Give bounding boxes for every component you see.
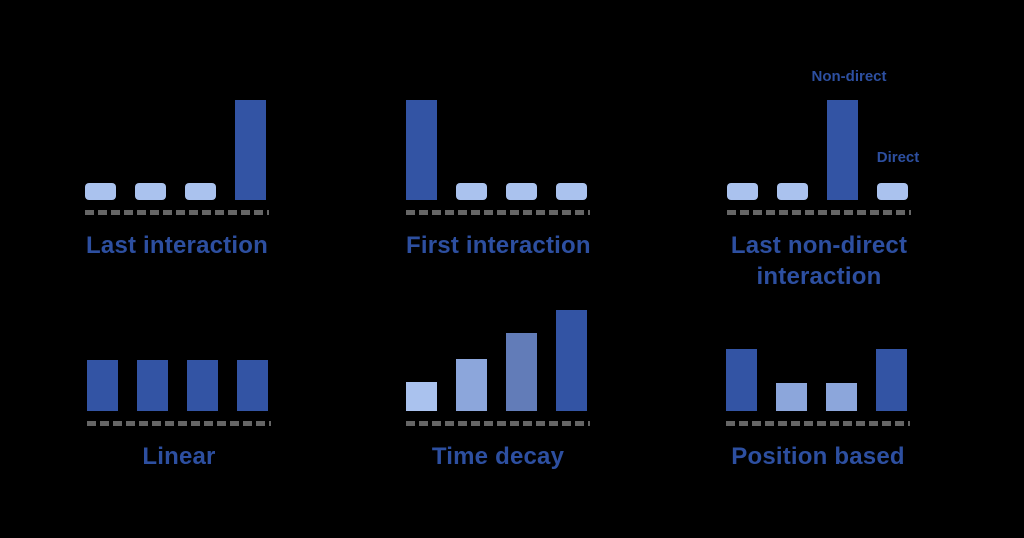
first-interaction-bar [406,100,437,200]
chart-title: Last non-direct interaction [727,230,911,292]
bar-group [87,310,271,411]
non-direct-label: Non-direct [811,68,887,85]
position-based-bar [726,349,757,411]
baseline-dashed-line [87,421,271,426]
baseline-dashed-line [85,210,269,215]
baseline-dashed-line [727,210,911,215]
linear-bar [87,360,118,411]
title-line: Position based [731,443,905,470]
baseline-dashed-line [406,421,590,426]
last-interaction-bar [185,183,216,200]
direct-label: Direct [876,149,920,166]
chart-title: Last interaction [85,230,269,261]
bar-group [727,99,911,200]
title-line: Linear [142,443,216,470]
title-line: Last non-direct [730,232,908,259]
chart-title: Linear [87,441,271,472]
linear-bar [137,360,168,411]
position-based-bar [776,383,807,411]
last-non-direct-interaction-bar [727,183,758,200]
bar-group [726,310,910,411]
linear-bar [187,360,218,411]
last-interaction-bar [135,183,166,200]
chart-time-decay: Time decay [406,310,590,472]
first-interaction-bar [556,183,587,200]
chart-last-interaction: Last interaction [85,99,269,261]
baseline-dashed-line [726,421,910,426]
linear-bar [237,360,268,411]
first-interaction-bar [506,183,537,200]
position-based-bar [876,349,907,411]
title-line: interaction [756,263,882,290]
chart-title: First interaction [406,230,591,261]
title-line: Time decay [431,443,565,470]
title-line: Last interaction [86,232,268,259]
last-non-direct-interaction-bar [877,183,908,200]
chart-last-non-direct-interaction: Non-direct Direct Last non-direct intera… [727,68,919,292]
last-non-direct-interaction-bar [827,100,858,200]
chart-first-interaction: First interaction [406,99,591,261]
chart-position-based: Position based [726,310,910,472]
position-based-bar [826,383,857,411]
time-decay-bar [506,333,537,411]
bar-group [406,99,590,200]
bar-group [85,99,269,200]
first-interaction-bar [456,183,487,200]
chart-linear: Linear [87,310,271,472]
time-decay-bar [556,310,587,411]
last-interaction-bar [85,183,116,200]
chart-title: Time decay [406,441,590,472]
last-interaction-bar [235,100,266,200]
title-line: First interaction [406,232,591,259]
chart-title: Position based [726,441,910,472]
time-decay-bar [456,359,487,411]
bar-group [406,310,590,411]
baseline-dashed-line [406,210,590,215]
time-decay-bar [406,382,437,411]
last-non-direct-interaction-bar [777,183,808,200]
